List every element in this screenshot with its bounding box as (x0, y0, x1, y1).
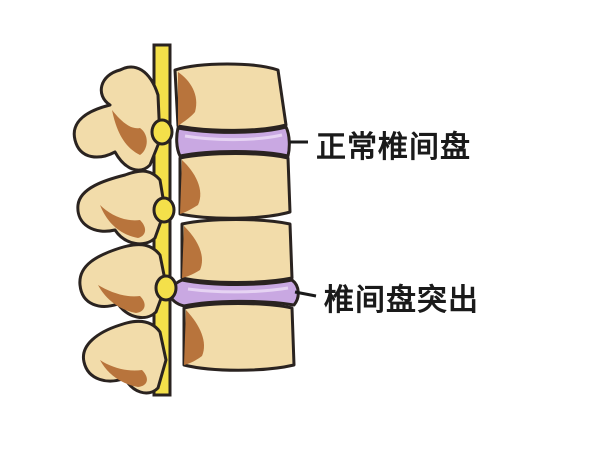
pointer-herniated (294, 290, 317, 298)
vertebra-1 (173, 62, 288, 132)
vertebra-4 (182, 302, 296, 372)
vertebra-2 (178, 152, 292, 220)
herniated-disc-label: 椎间盘突出 (324, 283, 479, 318)
pointer-lines (290, 140, 317, 298)
vertebra-3 (180, 218, 294, 284)
posterior-processes (72, 65, 168, 395)
nerve-roots (150, 118, 178, 302)
normal-disc (175, 125, 291, 158)
normal-disc-label: 正常椎间盘 (316, 130, 471, 165)
process-upper-mid (76, 169, 167, 246)
vertebral-bodies (173, 62, 296, 372)
discs (168, 125, 300, 308)
